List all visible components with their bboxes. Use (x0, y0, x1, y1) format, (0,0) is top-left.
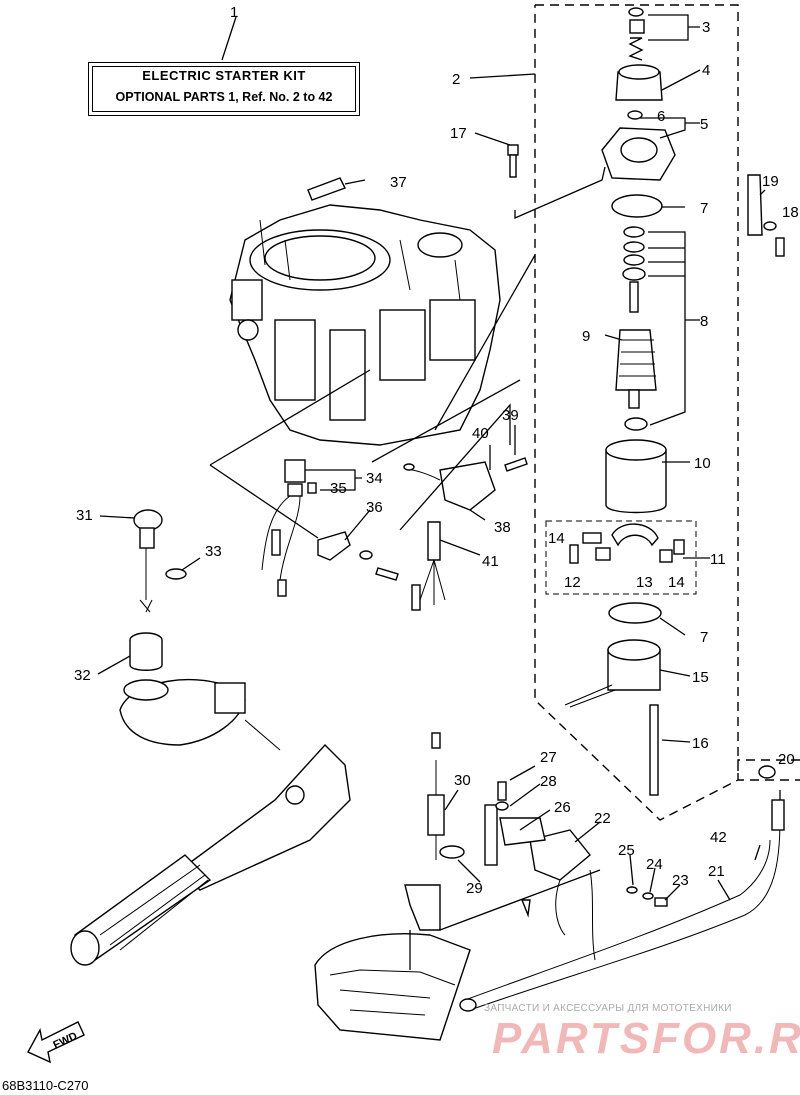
part-stopper (629, 19, 645, 34)
watermark-logo: PARTSFOR.RU (492, 1014, 800, 1063)
ref-40: 40 (472, 425, 489, 442)
ref-14b: 14 (668, 574, 685, 591)
ref-7a: 7 (700, 200, 708, 217)
ref-9: 9 (582, 328, 590, 345)
battery-cables (459, 765, 785, 1012)
misc-bolts (507, 144, 785, 257)
diagram-code: 68B3110-C270 (2, 1078, 89, 1093)
ref-1: 1 (230, 4, 238, 21)
ref-33: 33 (205, 543, 222, 560)
part-through-bolt (649, 704, 659, 796)
ref-22: 22 (594, 810, 611, 827)
fwd-arrow: FWD (27, 1021, 85, 1064)
ref-38: 38 (494, 519, 511, 536)
ref-41: 41 (482, 553, 499, 570)
ref-19: 19 (762, 173, 779, 190)
ref-2: 2 (452, 71, 460, 88)
engine-block-illustration (229, 204, 501, 446)
ref-35: 35 (330, 480, 347, 497)
relay-parts (427, 732, 668, 961)
ref-11: 11 (710, 551, 726, 568)
ref-27: 27 (540, 749, 557, 766)
tiller-handle-illustration (70, 678, 351, 966)
part-o-ring-top (611, 194, 663, 218)
ref-20: 20 (778, 751, 795, 768)
ref-14a: 14 (548, 530, 565, 547)
ref-6: 6 (657, 108, 665, 125)
ref-31: 31 (76, 507, 93, 524)
ref-39: 39 (502, 407, 519, 424)
ref-25: 25 (618, 842, 635, 859)
rectifier-parts (403, 457, 528, 611)
ref-34: 34 (366, 470, 383, 487)
ref-18: 18 (782, 204, 799, 221)
ref-32: 32 (74, 667, 91, 684)
brush-holder-group (545, 520, 697, 595)
main-switch-parts (129, 509, 187, 671)
part-armature (615, 329, 657, 391)
starter-motor-parts (564, 7, 685, 796)
ref-17: 17 (450, 125, 467, 142)
ref-37: 37 (390, 174, 407, 191)
part-armature-shaft (629, 281, 639, 313)
ref-42: 42 (710, 829, 727, 846)
ref-24: 24 (646, 856, 663, 873)
ref-15: 15 (692, 669, 709, 686)
ref-16: 16 (692, 735, 709, 752)
ref-36: 36 (366, 499, 383, 516)
ref-12: 12 (564, 574, 581, 591)
part-spring (628, 37, 644, 61)
ref-21: 21 (708, 863, 725, 880)
part-37-clip (307, 177, 346, 201)
ref-7b: 7 (700, 629, 708, 646)
ref-8: 8 (700, 313, 708, 330)
ref-10: 10 (694, 455, 711, 472)
kit-subtitle: OPTIONAL PARTS 1, Ref. No. 2 to 42 (115, 90, 333, 104)
ref-4: 4 (702, 62, 710, 79)
ref-23: 23 (672, 872, 689, 889)
ref-number-labels: 1 2 3 4 5 6 7 8 9 10 11 12 13 14 14 7 15… (74, 4, 799, 897)
bottom-cowling-illustration (314, 884, 471, 1041)
part-yoke (605, 449, 667, 514)
ref-30: 30 (454, 772, 471, 789)
leader-lines (97, 14, 781, 970)
ref-5: 5 (700, 116, 708, 133)
harness-parts (261, 459, 399, 597)
ref-28: 28 (540, 773, 557, 790)
ref-3: 3 (702, 19, 710, 36)
part-circlip (628, 7, 644, 17)
part-washer (627, 110, 643, 120)
ref-13: 13 (636, 574, 653, 591)
kit-title: ELECTRIC STARTER KIT (142, 68, 306, 83)
ref-29: 29 (466, 880, 483, 897)
kit-title-box: ELECTRIC STARTER KIT OPTIONAL PARTS 1, R… (88, 62, 360, 116)
ref-26: 26 (554, 799, 571, 816)
part-o-ring-bottom (608, 602, 662, 624)
starter-motor-group-outline (534, 4, 800, 821)
watermark-tagline: ЗАПЧАСТИ И АКСЕССУАРЫ ДЛЯ МОТОТЕХНИКИ (484, 1003, 732, 1014)
